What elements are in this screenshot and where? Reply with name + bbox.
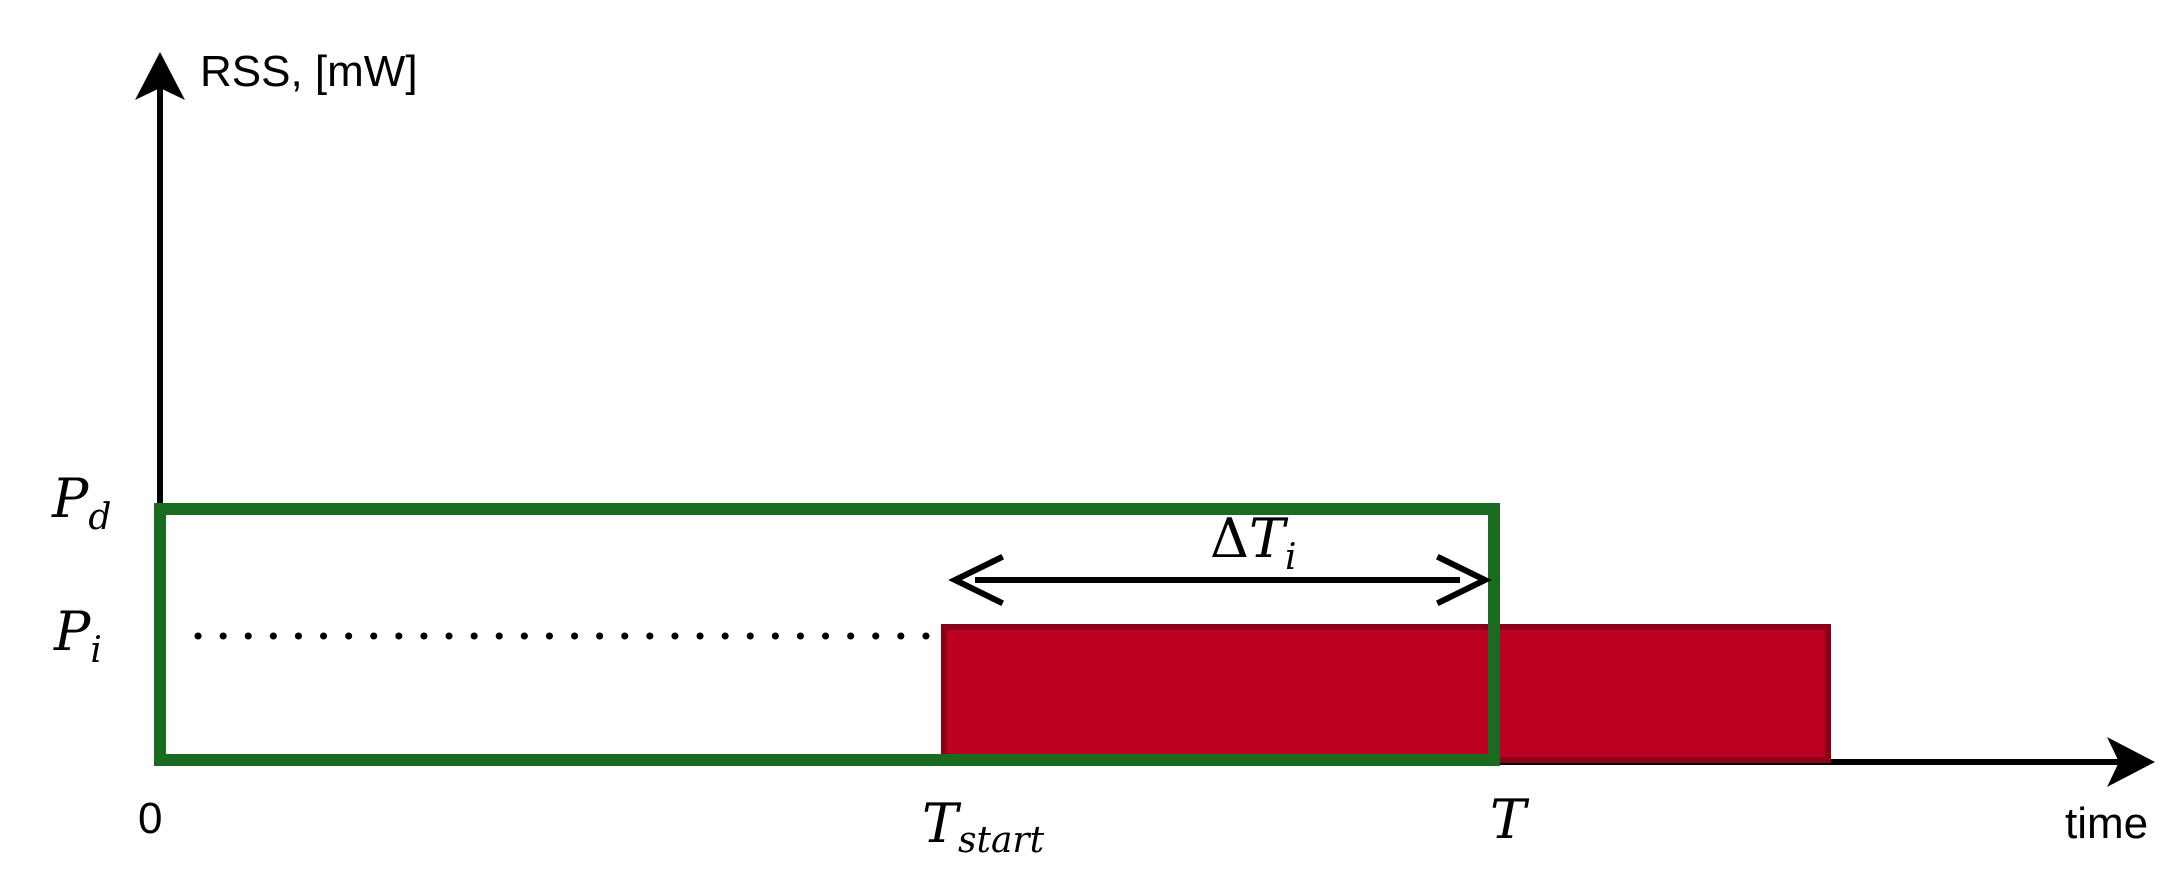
origin-label: 0 xyxy=(138,794,162,843)
delta-prefix: Δ xyxy=(1210,507,1249,570)
delta-t-arrow xyxy=(948,553,1492,607)
p-i-symbol: P xyxy=(53,600,92,663)
y-axis-arrowhead xyxy=(135,52,185,100)
t-start-subscript: start xyxy=(958,820,1045,861)
delta-t-label: ΔTi xyxy=(1210,507,1297,578)
p-d-symbol: P xyxy=(51,467,90,530)
desired-signal-frame xyxy=(154,503,1500,766)
p-i-label: Pi xyxy=(53,600,102,671)
t-label: T xyxy=(1490,788,1530,851)
delta-symbol: T xyxy=(1249,507,1289,570)
interference-pulse xyxy=(941,624,1831,763)
t-symbol: T xyxy=(1490,788,1530,851)
x-axis-arrowhead xyxy=(2107,737,2155,787)
delta-subscript: i xyxy=(1285,537,1297,578)
delta-t-arrow-left-head xyxy=(948,553,1005,607)
p-d-label: Pd xyxy=(51,467,111,538)
p-i-subscript: i xyxy=(90,630,102,671)
p-d-subscript: d xyxy=(88,497,111,538)
x-axis-label: time xyxy=(2065,799,2148,848)
delta-t-arrow-right-head xyxy=(1435,553,1492,607)
y-axis-label: RSS, [mW] xyxy=(200,47,418,96)
t-start-symbol: T xyxy=(922,792,962,855)
t-start-label: Tstart xyxy=(922,792,1045,861)
